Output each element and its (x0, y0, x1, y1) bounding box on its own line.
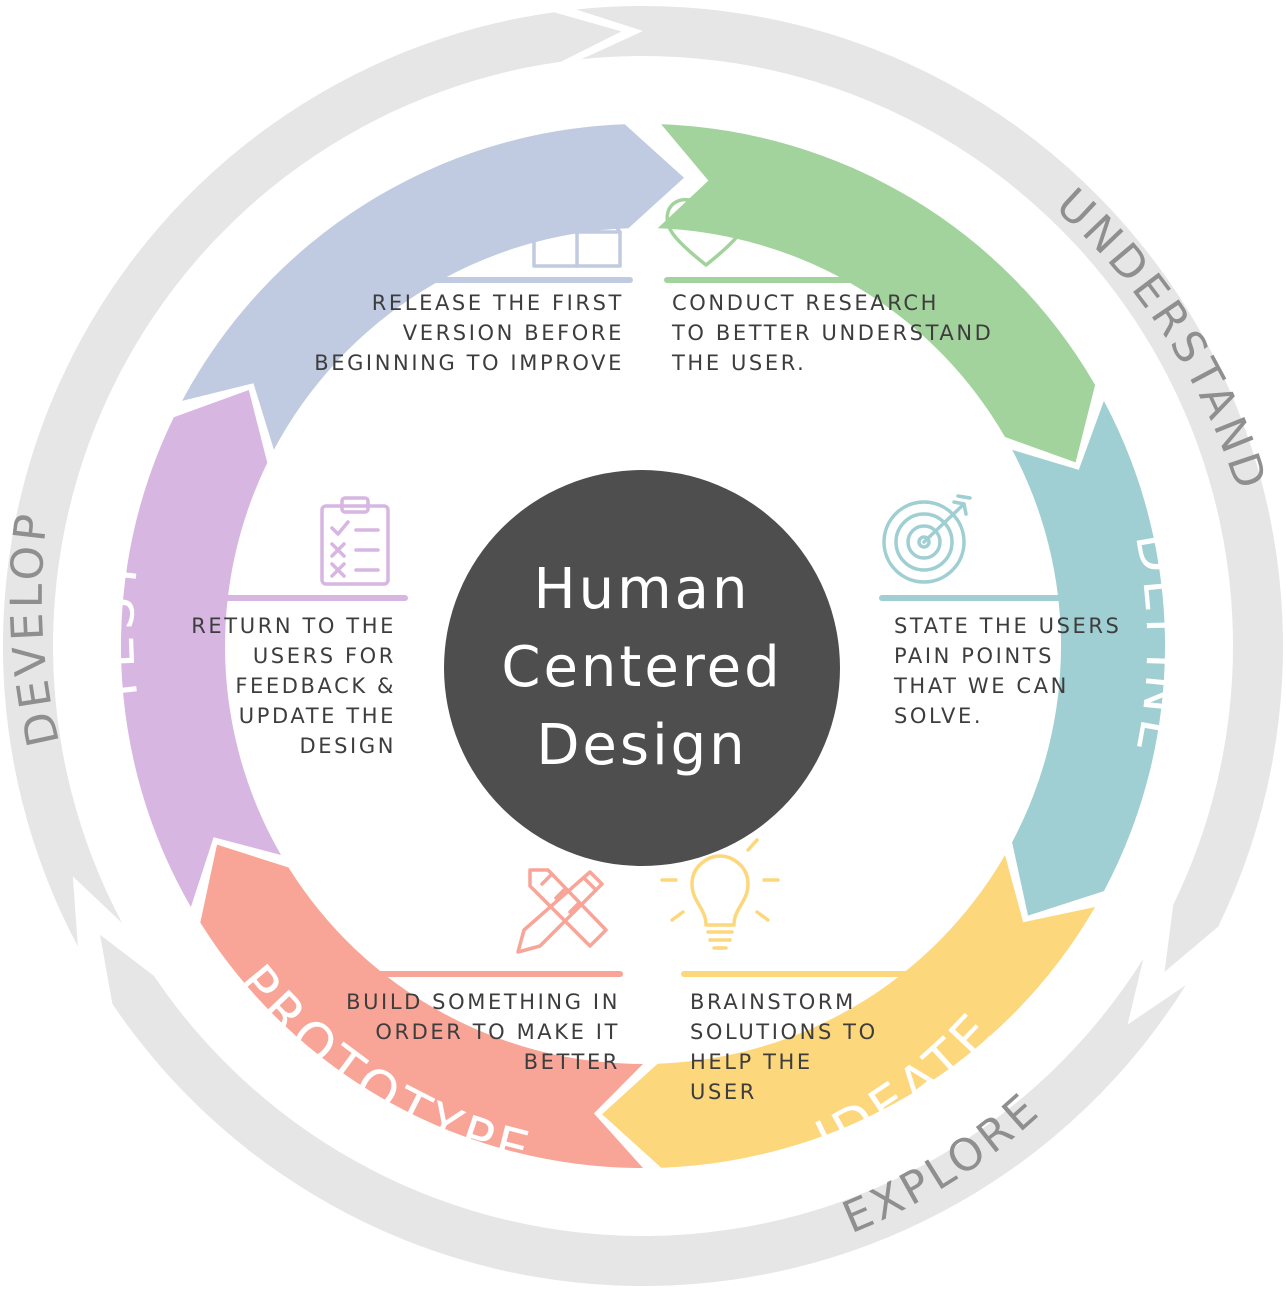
ring-understand-segment (576, 5, 1283, 972)
ring-explore-segment (100, 934, 1186, 1287)
empathize-description: CONDUCT RESEARCH TO BETTER UNDERSTAND TH… (672, 291, 994, 375)
center-title: Human Centered Design (444, 470, 840, 866)
pencil-ruler-icon (516, 868, 608, 954)
prototype-description: BUILD SOMETHING IN ORDER TO MAKE IT BETT… (346, 990, 620, 1074)
implement-arrow (182, 124, 684, 450)
define-arrow (1012, 400, 1166, 916)
test-label: TEST (86, 550, 151, 710)
empathize-arrow (657, 124, 1096, 463)
heart-icon (665, 198, 747, 267)
open-box-icon (532, 178, 622, 268)
test-description: RETURN TO THE USERS FOR FEEDBACK & UPDAT… (191, 614, 396, 758)
test-arrow (120, 390, 281, 907)
ring-develop-segment (2, 12, 622, 947)
clipboard-checklist-icon (320, 496, 390, 586)
implement-description: RELEASE THE FIRST VERSION BEFORE BEGINNI… (314, 291, 624, 375)
define-description: STATE THE USERS PAIN POINTS THAT WE CAN … (894, 614, 1122, 728)
ideate-description: BRAINSTORM SOLUTIONS TO HELP THE USER (690, 990, 878, 1104)
ideate-arrow (602, 855, 1096, 1168)
target-icon (882, 494, 972, 584)
prototype-arrow (200, 844, 644, 1168)
understand-label: UNDERSTAND (1046, 179, 1276, 499)
